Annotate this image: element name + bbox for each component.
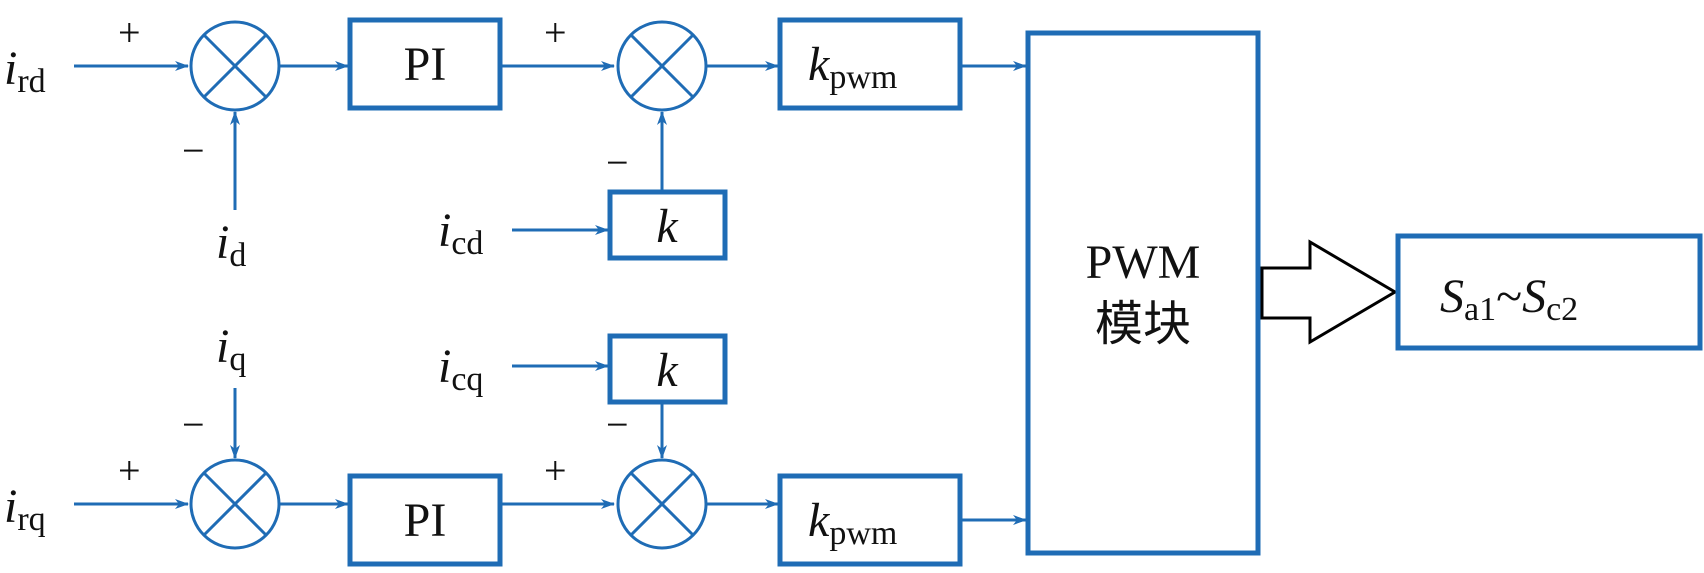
- summing-junction-bottom-1: [189, 458, 281, 550]
- fat-output-arrow: [1260, 239, 1398, 345]
- sign-plus-sum1: +: [118, 10, 141, 55]
- kpwm-top-label: kpwm: [808, 38, 897, 96]
- sign-minus-sum2: −: [606, 140, 629, 185]
- gain-k-bottom: k: [607, 333, 728, 405]
- pi-controller-top: PI: [347, 17, 503, 111]
- kpwm-gain-bottom: kpwm: [777, 473, 963, 567]
- sign-minus-sum1: −: [182, 128, 205, 173]
- sign-plus-sum2: +: [544, 10, 567, 55]
- sign-plus-sum4: +: [544, 448, 567, 493]
- switch-signals-label: Sa1~Sc2: [1440, 270, 1578, 328]
- input-icq-label: icq: [438, 340, 483, 398]
- input-iq-label: iq: [216, 320, 246, 378]
- input-icd-label: icd: [438, 204, 483, 262]
- switch-signals-block: Sa1~Sc2: [1395, 233, 1703, 351]
- summing-junction-bottom-2: [616, 458, 708, 550]
- summing-junction-top-2: [616, 20, 708, 112]
- input-ird-label: ird: [4, 42, 46, 100]
- k-bottom-label: k: [656, 344, 679, 397]
- pwm-module-line1: PWM: [1086, 236, 1201, 289]
- kpwm-gain-top: kpwm: [777, 17, 963, 111]
- k-top-label: k: [656, 200, 679, 253]
- pi-top-label: PI: [404, 38, 447, 91]
- pwm-module-line2: 模块: [1095, 298, 1191, 351]
- pi-controller-bottom: PI: [347, 473, 503, 567]
- sign-plus-sum3: +: [118, 448, 141, 493]
- kpwm-bottom-label: kpwm: [808, 494, 897, 552]
- sign-minus-sum3: −: [182, 402, 205, 447]
- input-id-label: id: [216, 216, 246, 274]
- input-irq-label: irq: [4, 480, 46, 538]
- sign-minus-sum4: −: [606, 402, 629, 447]
- summing-junction-top-1: [189, 20, 281, 112]
- pwm-module-block: PWM 模块: [1025, 30, 1261, 556]
- gain-k-top: k: [607, 189, 728, 261]
- pi-bottom-label: PI: [404, 494, 447, 547]
